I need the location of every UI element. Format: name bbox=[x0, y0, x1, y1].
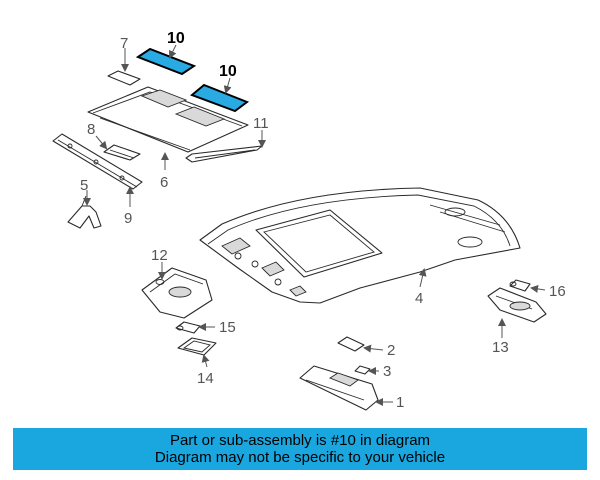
callout-2: 2 bbox=[387, 342, 395, 359]
part-11-strip bbox=[185, 145, 263, 163]
callout-11: 11 bbox=[253, 115, 269, 132]
callout-10-upper: 10 bbox=[167, 30, 185, 47]
callout-7: 7 bbox=[120, 35, 128, 52]
callout-12: 12 bbox=[151, 247, 168, 264]
leader-10b bbox=[223, 77, 232, 94]
callout-4: 4 bbox=[415, 290, 423, 307]
info-banner: Part or sub-assembly is #10 in diagram D… bbox=[13, 428, 587, 470]
callout-10-lower: 10 bbox=[219, 63, 237, 80]
part-1-sun-visor bbox=[299, 365, 379, 411]
part-5-bracket bbox=[67, 195, 102, 229]
part-10-pad-upper[interactable] bbox=[135, 47, 197, 76]
part-12-overhead-console bbox=[141, 267, 213, 319]
leader-14 bbox=[201, 354, 210, 368]
callout-9: 9 bbox=[124, 210, 132, 227]
callout-15: 15 bbox=[219, 319, 236, 336]
callout-3: 3 bbox=[383, 363, 391, 380]
banner-line-2: Diagram may not be specific to your vehi… bbox=[154, 449, 446, 466]
part-6-headliner-panel bbox=[87, 86, 249, 153]
part-2-mirror-cover bbox=[337, 336, 365, 352]
part-3-bulb bbox=[354, 365, 371, 375]
leader-2 bbox=[363, 344, 384, 353]
part-8-clip bbox=[103, 144, 141, 161]
leader-4 bbox=[418, 268, 427, 288]
part-13-dome-light bbox=[487, 287, 547, 323]
leader-8 bbox=[95, 135, 108, 150]
callout-6: 6 bbox=[160, 174, 168, 191]
callout-16: 16 bbox=[549, 283, 566, 300]
leader-lines bbox=[83, 44, 546, 406]
part-9-rail bbox=[52, 133, 143, 190]
part-4-main-headliner bbox=[199, 187, 521, 304]
leader-16 bbox=[530, 284, 546, 293]
part-14-lens bbox=[177, 337, 217, 356]
part-10-pad-lower[interactable] bbox=[190, 83, 250, 113]
callout-numbers: 7 10 10 8 6 11 9 5 4 12 15 14 13 16 2 3 … bbox=[80, 30, 566, 411]
callout-1: 1 bbox=[396, 394, 404, 411]
callout-8: 8 bbox=[87, 121, 95, 138]
part-15-bulb bbox=[175, 321, 201, 334]
callout-14: 14 bbox=[197, 370, 214, 387]
part-16-bulb bbox=[509, 279, 531, 292]
callout-5: 5 bbox=[80, 177, 88, 194]
leader-10a bbox=[169, 44, 177, 59]
callout-13: 13 bbox=[492, 339, 509, 356]
part-7-pad bbox=[107, 70, 141, 86]
banner-line-1: Part or sub-assembly is #10 in diagram bbox=[169, 432, 431, 449]
